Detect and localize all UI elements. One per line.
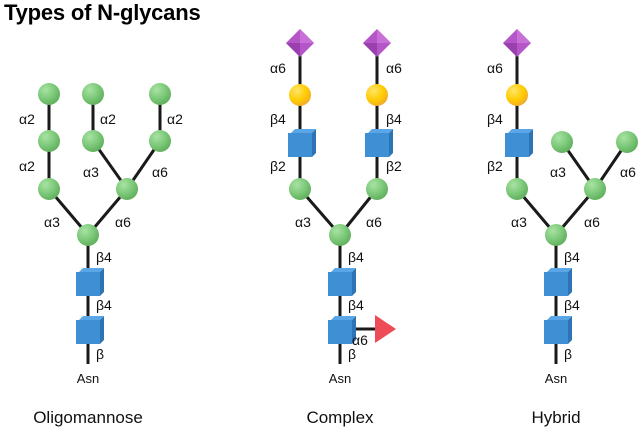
asn-label: Asn [545, 371, 567, 386]
linkage-label: α6 [487, 60, 503, 76]
mannose-node [38, 178, 60, 200]
linkage-label: α3 [44, 214, 60, 230]
linkage-label: β [348, 346, 356, 362]
galactose-node [366, 84, 388, 106]
linkage-label: β2 [270, 158, 286, 174]
fucose-node [375, 315, 396, 343]
linkage-label: α2 [19, 158, 35, 174]
mannose-node [82, 130, 104, 152]
linkage-label: α6 [584, 214, 600, 230]
linkage-label: α3 [511, 214, 527, 230]
glcnac-node [365, 129, 393, 157]
galactose-node [506, 84, 528, 106]
glcnac-node [76, 268, 104, 296]
linkage-label: β4 [96, 297, 112, 313]
linkage-label: α3 [295, 214, 311, 230]
sialic-acid-node [363, 29, 391, 57]
glycan-caption: Hybrid [531, 408, 580, 427]
mannose-node [506, 178, 528, 200]
glcnac-node [505, 129, 533, 157]
glycan-caption: Complex [306, 408, 374, 427]
linkage-label: β4 [270, 111, 286, 127]
linkage-label: β4 [96, 249, 112, 265]
mannose-node [551, 131, 573, 153]
mannose-node [584, 178, 606, 200]
glycan-hybrid: α6 β4 β2 α3 α6 α3 α6 β4 β4 β Asn Hybrid [487, 29, 638, 427]
mannose-node [82, 83, 104, 105]
linkage-label: α6 [620, 164, 636, 180]
linkage-label: α6 [270, 60, 286, 76]
linkage-label: α2 [167, 111, 183, 127]
galactose-node [289, 84, 311, 106]
glcnac-node [288, 129, 316, 157]
linkage-label: β [564, 346, 572, 362]
glycan-caption: Oligomannose [33, 408, 143, 427]
mannose-node [545, 224, 567, 246]
linkage-label: α6 [366, 214, 382, 230]
sialic-acid-node [286, 29, 314, 57]
mannose-node [38, 83, 60, 105]
mannose-node [329, 224, 351, 246]
mannose-node [116, 178, 138, 200]
glycan-oligomannose: α2 α2 α2 α2 α3 α6 α3 α6 β4 β4 β Asn Olig… [19, 83, 183, 427]
mannose-node [149, 83, 171, 105]
linkage-label: β2 [386, 158, 402, 174]
linkage-label: α2 [100, 111, 116, 127]
linkage-label: β4 [564, 297, 580, 313]
linkage-label: β4 [487, 111, 503, 127]
glcnac-node [328, 268, 356, 296]
glcnac-node [328, 316, 356, 344]
glcnac-node [544, 268, 572, 296]
linkage-label: β4 [564, 249, 580, 265]
mannose-node [149, 130, 171, 152]
asn-label: Asn [77, 371, 99, 386]
figure-title: Types of N-glycans [4, 0, 201, 25]
mannose-node [38, 130, 60, 152]
linkage-label: β4 [386, 111, 402, 127]
linkage-label: β4 [348, 297, 364, 313]
linkage-label: α3 [550, 164, 566, 180]
glycan-complex: α6 α6 β4 β4 β2 β2 α3 α6 β4 β4 α6 β Asn C… [270, 29, 402, 427]
linkage-label: α6 [352, 332, 368, 348]
linkage-label: α6 [115, 214, 131, 230]
linkage-label: α6 [386, 60, 402, 76]
mannose-node [289, 178, 311, 200]
glcnac-node [76, 316, 104, 344]
mannose-node [366, 178, 388, 200]
linkage-label: β [96, 346, 104, 362]
linkage-label: β4 [348, 249, 364, 265]
linkage-label: β2 [487, 158, 503, 174]
asn-label: Asn [329, 371, 351, 386]
linkage-label: α3 [83, 164, 99, 180]
glcnac-node [544, 316, 572, 344]
mannose-node [77, 224, 99, 246]
mannose-node [616, 131, 638, 153]
sialic-acid-node [503, 29, 531, 57]
linkage-label: α6 [152, 164, 168, 180]
linkage-label: α2 [19, 111, 35, 127]
